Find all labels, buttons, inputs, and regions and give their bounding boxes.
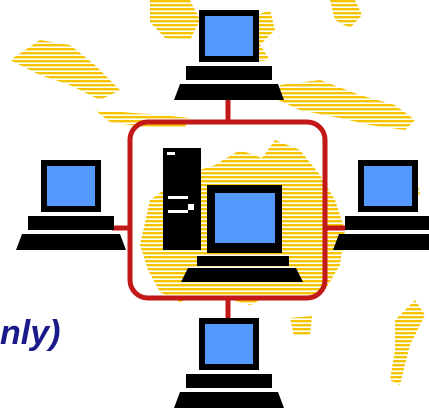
map-new-guinea [278, 80, 415, 130]
link-ring [127, 119, 328, 301]
map-philippines [330, 0, 362, 28]
desktop-computer-icon [181, 185, 303, 282]
map-borneo [150, 0, 200, 40]
network-links [112, 100, 345, 318]
caption-text: nly) [0, 314, 61, 352]
map-new-zealand [390, 300, 425, 385]
desktop-computer-icon [333, 160, 429, 250]
desktop-computer-icon [174, 318, 284, 408]
desktop-computer-icon [174, 10, 284, 100]
central-server-group [163, 148, 303, 282]
server-tower-icon [163, 148, 201, 250]
desktop-computer-icon [16, 160, 126, 250]
map-sumatra [10, 40, 120, 100]
map-tasmania [290, 316, 312, 336]
